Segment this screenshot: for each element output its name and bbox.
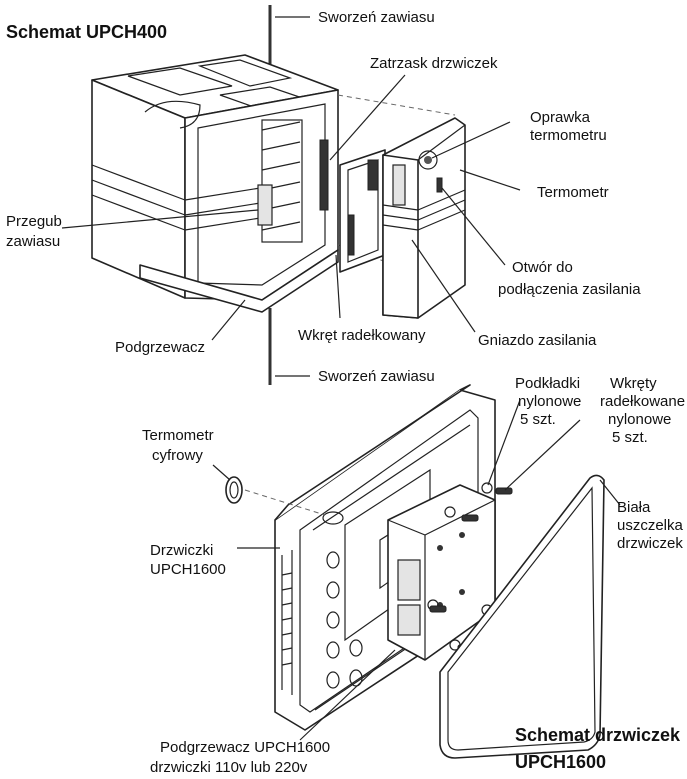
title-upch400: Schemat UPCH400	[6, 22, 167, 42]
label-hinge-joint-1: Przegub	[6, 213, 62, 230]
upch1600-door	[274, 384, 496, 731]
label-nylon-screws-1: Wkręty	[610, 375, 657, 392]
label-power-socket: Gniazdo zasilania	[478, 332, 597, 349]
label-door-upch1600-1: Drzwiczki	[150, 542, 213, 559]
label-thumb-screw: Wkręt radełkowany	[298, 327, 426, 344]
label-door-latch: Zatrzask drzwiczek	[370, 55, 498, 72]
upch400-cabinet	[91, 54, 339, 313]
label-digital-thermometer-2: cyfrowy	[152, 447, 203, 464]
upch400-control-module	[382, 117, 466, 319]
label-nylon-screws-4: 5 szt.	[612, 429, 648, 446]
label-power-hole-2: podłączenia zasilania	[498, 281, 641, 298]
label-digital-thermometer-1: Termometr	[142, 427, 214, 444]
label-heater: Podgrzewacz	[115, 339, 205, 356]
label-door-upch1600-2: UPCH1600	[150, 561, 226, 578]
label-nylon-washers-2: nylonowe	[518, 393, 581, 410]
label-power-hole-1: Otwór do	[512, 259, 573, 276]
label-nylon-screws-2: radełkowane	[600, 393, 685, 410]
label-white-gasket-1: Biała	[617, 499, 651, 516]
label-white-gasket-3: drzwiczek	[617, 535, 683, 552]
digital-thermometer	[225, 476, 243, 504]
label-nylon-washers-3: 5 szt.	[520, 411, 556, 428]
label-white-gasket-2: uszczelka	[617, 517, 684, 534]
label-nylon-screws-3: nylonowe	[608, 411, 671, 428]
label-hinge-pin-top: Sworzeń zawiasu	[318, 9, 435, 26]
label-thermometer-mount-2: termometru	[530, 127, 607, 144]
label-thermometer-mount-1: Oprawka	[530, 109, 591, 126]
upch1600-heater-module	[387, 484, 496, 661]
title-door-diagram-2: UPCH1600	[515, 752, 606, 772]
label-door-heater-1: Podgrzewacz UPCH1600	[160, 739, 330, 756]
title-door-diagram-1: Schemat drzwiczek	[515, 725, 681, 745]
label-hinge-joint-2: zawiasu	[6, 233, 60, 250]
white-gasket	[439, 474, 605, 759]
label-thermometer: Termometr	[537, 184, 609, 201]
label-door-heater-2: drzwiczki 110v lub 220v	[150, 759, 308, 776]
label-nylon-washers-1: Podkładki	[515, 375, 580, 392]
upch400-door-panel	[339, 149, 386, 273]
label-hinge-pin-bottom: Sworzeń zawiasu	[318, 368, 435, 385]
